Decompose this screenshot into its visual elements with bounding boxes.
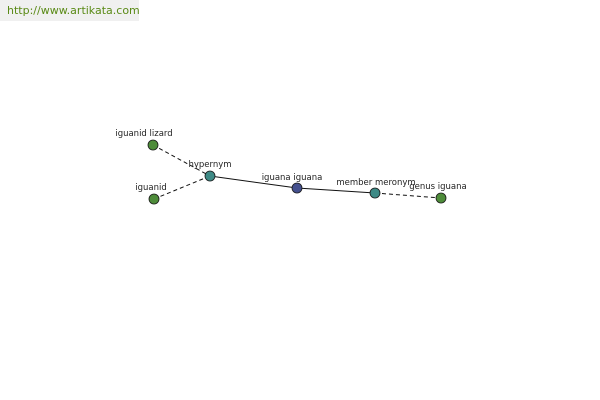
node-hypernym[interactable]: hypernym: [188, 160, 232, 182]
node-member-meronym[interactable]: member meronym: [336, 178, 416, 199]
node-label: iguana iguana: [262, 173, 323, 183]
node-label: iguanid lizard: [115, 129, 172, 139]
node-marker[interactable]: [435, 192, 447, 204]
node-label: iguanid: [135, 183, 167, 193]
site-url-link[interactable]: http://www.artikata.com: [7, 4, 140, 17]
node-label: genus iguana: [409, 182, 466, 192]
graph-nodes: iguanid lizard iguanid hypernym iguana igua…: [115, 129, 467, 205]
graph-edges: [152, 144, 442, 200]
node-label: member meronym: [336, 178, 415, 188]
node-marker[interactable]: [369, 187, 381, 199]
node-iguanid-lizard[interactable]: iguanid lizard: [115, 129, 173, 151]
node-marker[interactable]: [147, 139, 159, 151]
edge-iguanid-lizard-to-hypernym: [152, 144, 211, 177]
node-marker[interactable]: [148, 193, 160, 205]
edge-member-meronym-to-genus-iguana: [374, 192, 442, 199]
url-banner: http://www.artikata.com: [0, 0, 140, 21]
node-iguanid[interactable]: iguanid: [135, 183, 167, 205]
node-genus-iguana[interactable]: genus iguana: [409, 182, 467, 204]
edge-iguana-iguana-to-member-meronym: [296, 187, 376, 194]
node-iguana-iguana[interactable]: iguana iguana: [262, 173, 323, 194]
node-marker[interactable]: [291, 182, 303, 194]
node-label: hypernym: [188, 160, 231, 170]
edge-hypernym-to-iguana-iguana: [209, 175, 298, 189]
edge-iguanid-to-hypernym: [153, 175, 211, 200]
node-marker[interactable]: [204, 170, 216, 182]
